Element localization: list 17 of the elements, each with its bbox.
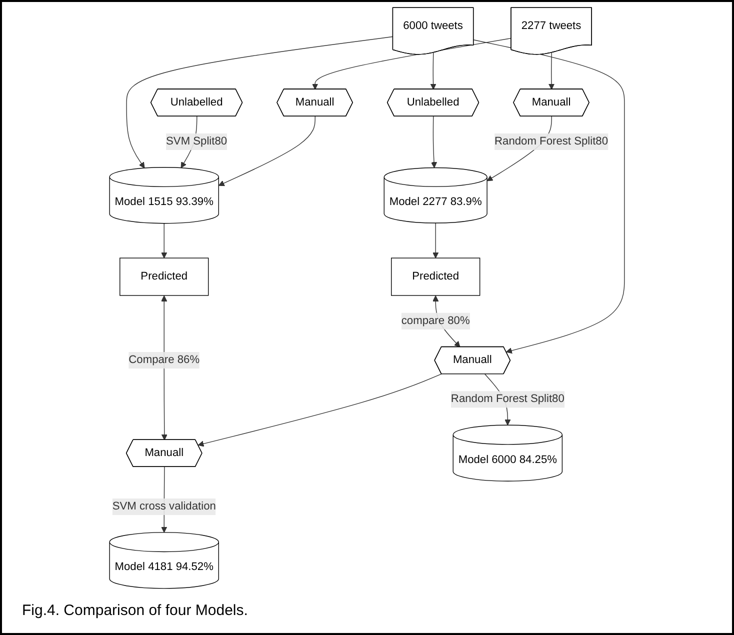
arrow <box>432 222 439 258</box>
edge-label: Compare 86% <box>128 354 200 366</box>
edge-label: SVM Split80 <box>166 135 228 148</box>
arrow <box>548 52 555 90</box>
edge-label: Random Forest Split80 <box>450 393 564 406</box>
edge-label: SVM cross validation <box>112 500 216 512</box>
edge-label: Random Forest Split80 <box>494 135 608 148</box>
arrow <box>430 116 438 168</box>
arrow <box>218 116 316 186</box>
arrow <box>473 40 625 354</box>
arrow <box>430 52 436 90</box>
node-box: Predicted <box>120 258 209 296</box>
node-box: Predicted <box>391 258 480 296</box>
figure-caption: Fig.4. Comparison of four Models. <box>21 601 249 621</box>
arrow <box>161 223 168 258</box>
arrow <box>198 374 442 447</box>
edge-label: compare 80% <box>401 314 470 327</box>
